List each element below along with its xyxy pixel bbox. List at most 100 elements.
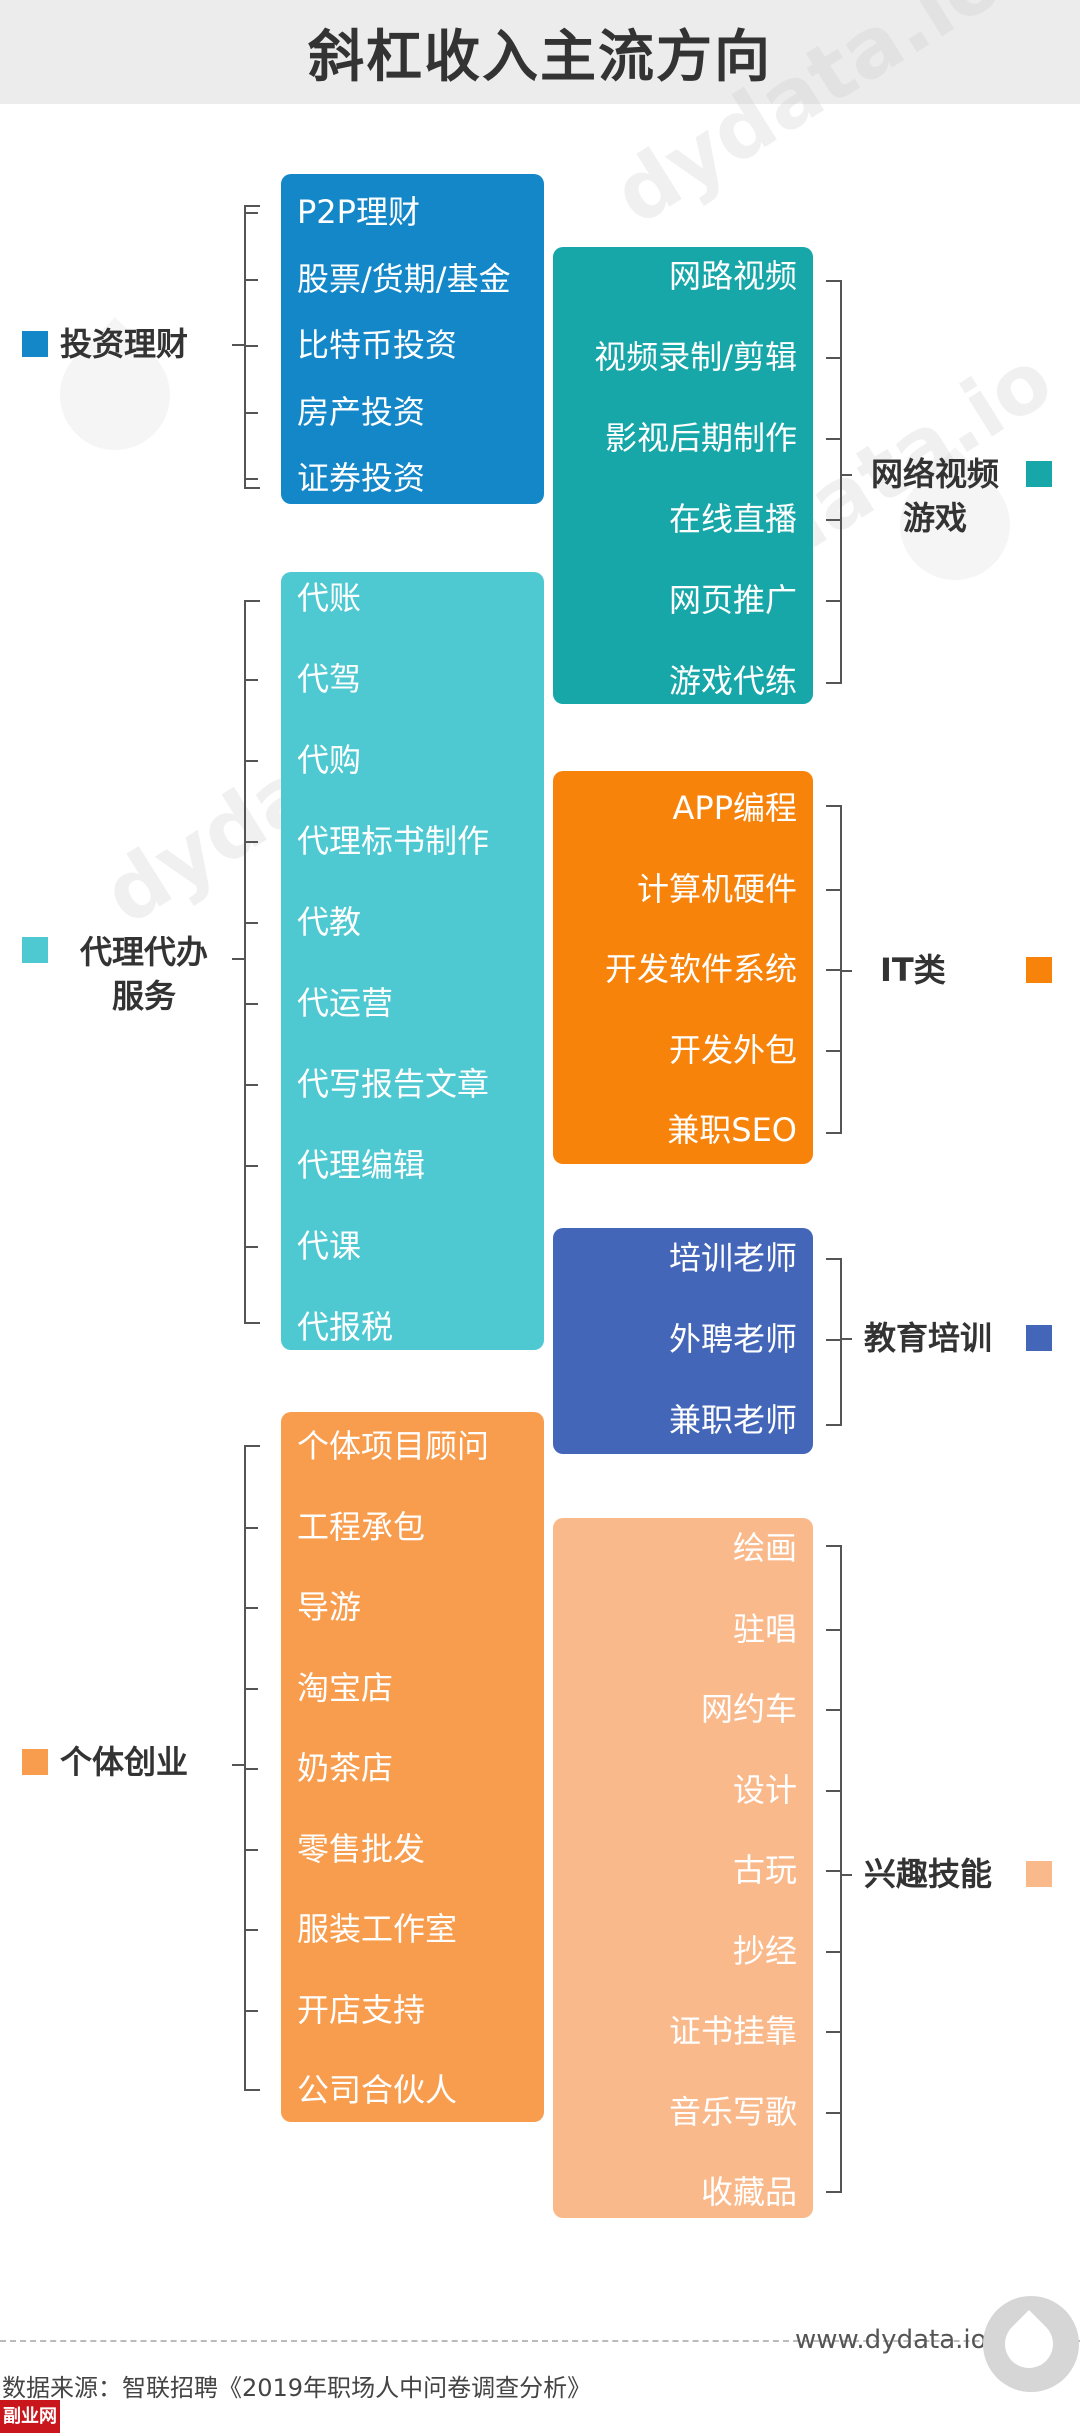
dydata-logo-icon xyxy=(983,2296,1079,2392)
list-item: 股票/货期/基金 xyxy=(297,259,511,298)
legend-square-online-video-games xyxy=(1026,461,1052,487)
list-item: 公司合伙人 xyxy=(297,2071,458,2109)
list-item: 兼职老师 xyxy=(668,1401,797,1439)
category-label-agency-service-line2: 服务 xyxy=(111,977,176,1015)
bracket-tick xyxy=(244,1607,258,1609)
bracket-tick xyxy=(826,600,840,602)
site-url: www.dydata.io xyxy=(795,2325,987,2355)
bracket-tick xyxy=(244,1768,258,1770)
list-item: 代购 xyxy=(297,741,362,779)
list-item: 游戏代练 xyxy=(668,662,797,700)
bracket-tick xyxy=(826,888,840,891)
category-label-education: 教育培训 xyxy=(864,1319,993,1357)
list-item: 证书挂靠 xyxy=(668,2012,797,2050)
bracket-tick xyxy=(244,478,258,480)
category-label-it: IT类 xyxy=(880,951,946,989)
box-it xyxy=(553,771,813,1164)
box-investment xyxy=(281,174,544,504)
bracket-tick xyxy=(826,1049,840,1052)
bracket-connector xyxy=(840,970,852,972)
bracket-tick xyxy=(826,438,840,440)
bracket-connector xyxy=(840,474,852,476)
bracket-investment xyxy=(244,205,260,489)
list-item: 代理编辑 xyxy=(297,1146,426,1184)
list-item: 服装工作室 xyxy=(297,1910,458,1948)
legend-square-education xyxy=(1026,1325,1052,1351)
list-item: APP编程 xyxy=(672,789,798,827)
bracket-tick xyxy=(826,2031,840,2033)
bracket-tick xyxy=(244,1003,258,1005)
list-item: 在线直播 xyxy=(668,500,797,538)
list-item: 外聘老师 xyxy=(668,1320,797,1358)
bracket-tick xyxy=(244,679,258,681)
legend-square-agency-service xyxy=(22,937,48,963)
list-item: P2P理财 xyxy=(297,193,420,231)
list-item: 证券投资 xyxy=(297,459,426,497)
header: 斜杠收入主流方向 xyxy=(0,0,1080,104)
list-item: 网约车 xyxy=(700,1690,797,1728)
bracket-tick xyxy=(826,2111,840,2114)
bracket-tick xyxy=(244,1526,258,1529)
page-title: 斜杠收入主流方向 xyxy=(308,25,772,90)
list-item: 代写报告文章 xyxy=(297,1065,490,1103)
list-item: 代课 xyxy=(297,1227,362,1265)
bracket-tick xyxy=(826,519,840,521)
list-item: 开发外包 xyxy=(668,1030,797,1069)
box-online-video-games xyxy=(553,247,813,704)
bracket-connector xyxy=(232,1764,244,1766)
bracket-tick xyxy=(244,2009,258,2012)
category-label-agency-service-line1: 代理代办 xyxy=(79,933,208,971)
list-item: 代运营 xyxy=(297,984,394,1022)
bracket-hobby-skills xyxy=(826,1545,842,2193)
category-label-self-business: 个体创业 xyxy=(60,1743,189,1781)
list-item: 设计 xyxy=(732,1770,797,1809)
list-item: 代教 xyxy=(297,903,362,941)
bracket-connector xyxy=(840,1874,852,1876)
category-label-online-video-games-line1: 网络视频 xyxy=(870,455,999,493)
list-item: 视频录制/剪辑 xyxy=(594,338,797,376)
bracket-tick xyxy=(244,1687,258,1690)
corner-badge: 副业网 xyxy=(0,2400,60,2433)
list-item: 绘画 xyxy=(732,1529,797,1567)
list-item: 古玩 xyxy=(732,1851,797,1889)
list-item: 代报税 xyxy=(297,1308,394,1346)
bracket-tick xyxy=(826,357,840,359)
list-item: 抄经 xyxy=(732,1931,797,1970)
list-item: 开发软件系统 xyxy=(604,950,797,988)
bracket-tick xyxy=(826,1870,840,1872)
category-label-hobby-skills: 兴趣技能 xyxy=(864,1855,993,1893)
box-agency-service xyxy=(281,572,544,1350)
list-item: 个体项目顾问 xyxy=(297,1427,490,1465)
bracket-tick xyxy=(244,212,258,214)
bracket-tick xyxy=(826,1709,840,1711)
list-item: 工程承包 xyxy=(297,1507,426,1546)
list-item: 计算机硬件 xyxy=(636,869,797,908)
data-source: 数据来源：智联招聘《2019年职场人中问卷调查分析》 xyxy=(2,2374,592,2402)
list-item: 房产投资 xyxy=(297,392,426,431)
bracket-it xyxy=(826,805,842,1134)
list-item: 代驾 xyxy=(297,660,362,698)
bracket-tick xyxy=(244,278,258,281)
bracket-tick xyxy=(244,1246,258,1248)
bracket-tick xyxy=(244,841,258,843)
list-item: 网页推广 xyxy=(668,581,797,619)
bracket-connector xyxy=(840,1338,852,1340)
bracket-tick xyxy=(244,411,258,414)
bracket-tick xyxy=(826,1789,840,1792)
box-hobby-skills xyxy=(553,1518,813,2218)
list-item: 驻唱 xyxy=(732,1609,797,1648)
box-education xyxy=(553,1228,813,1454)
list-item: 影视后期制作 xyxy=(604,419,797,457)
bracket-connector xyxy=(232,344,244,346)
bracket-tick xyxy=(826,969,840,971)
bracket-agency-service xyxy=(244,600,260,1324)
bracket-connector xyxy=(232,958,244,960)
bracket-tick xyxy=(244,1929,258,1931)
list-item: 收藏品 xyxy=(700,2173,797,2211)
bracket-tick xyxy=(244,1165,258,1167)
list-item: 代理标书制作 xyxy=(297,822,490,860)
list-item: 代账 xyxy=(297,579,362,617)
list-item: 兼职SEO xyxy=(667,1111,797,1149)
list-item: 音乐写歌 xyxy=(668,2092,797,2131)
bracket-tick xyxy=(826,1628,840,1631)
